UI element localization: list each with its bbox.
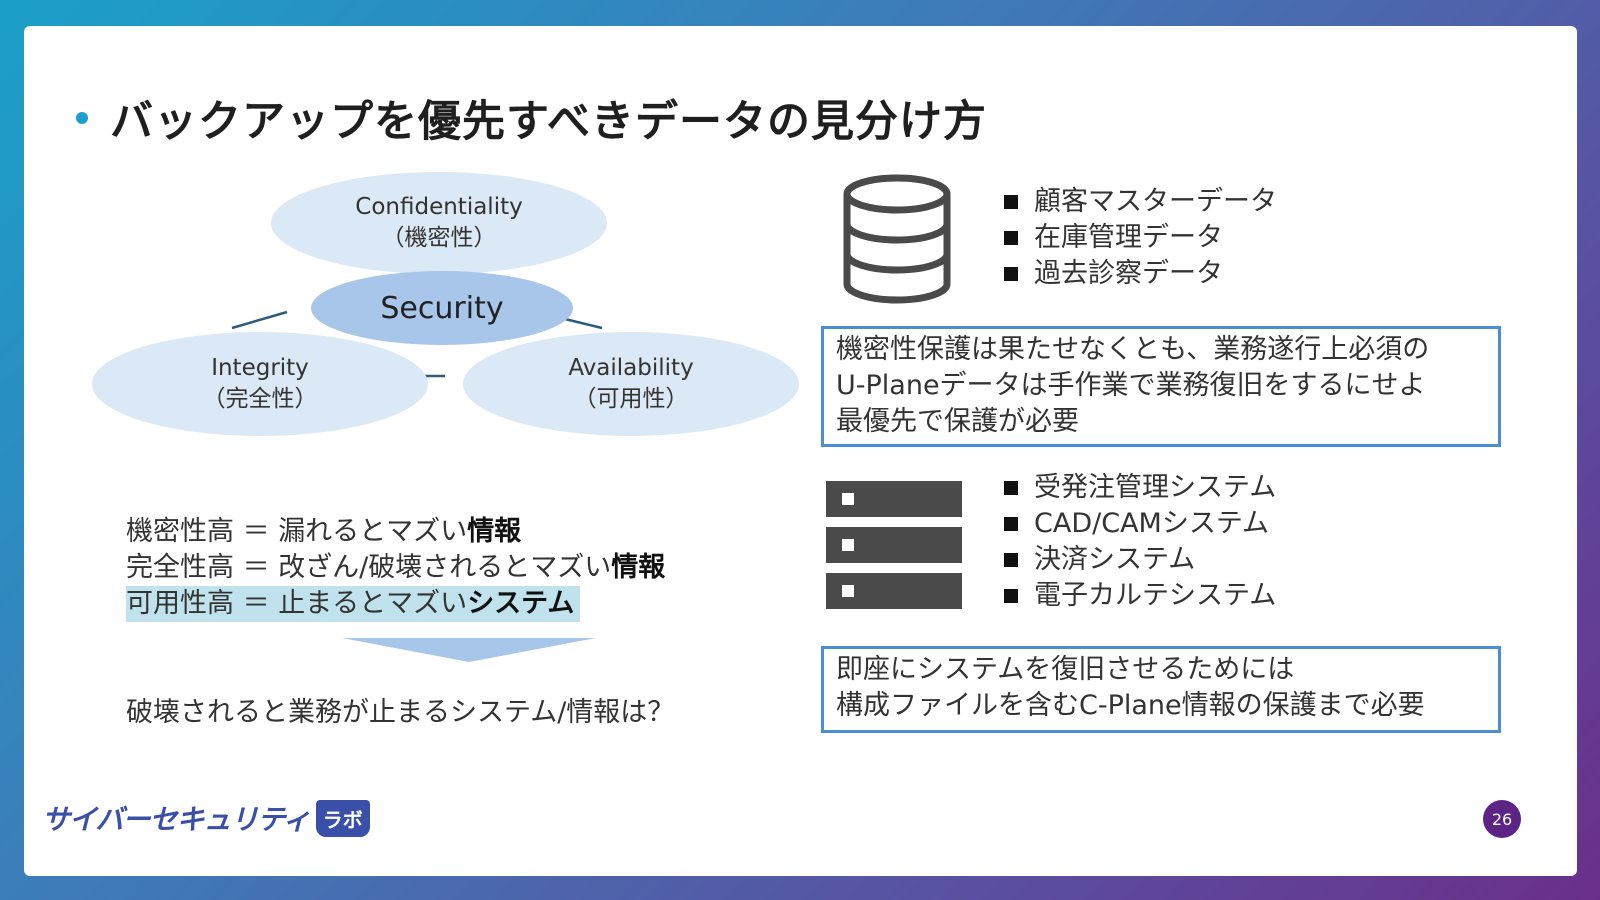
security-ellipse: Security	[311, 271, 573, 345]
title-text: バックアップを優先すべきデータの見分け方	[110, 97, 987, 147]
list-item: 過去診察データ	[1004, 256, 1277, 292]
availability-label: Availability	[568, 355, 694, 381]
definition-term: 可用性高	[126, 588, 234, 619]
definition-highlight: 可用性高 ＝ 止まるとマズいシステム	[126, 586, 581, 622]
list-item: 顧客マスターデータ	[1004, 184, 1277, 220]
confidentiality-jp-label: （機密性）	[381, 225, 497, 251]
data-note-line: U-Planeデータは手作業で業務復旧をするにせよ	[836, 370, 1426, 401]
list-item-label: 電子カルテシステム	[1034, 580, 1277, 611]
definition-desc: 漏れるとマズい	[278, 516, 468, 547]
list-item-label: 過去診察データ	[1034, 258, 1223, 289]
integrity-jp-label: （完全性）	[202, 386, 318, 412]
integrity-label: Integrity	[211, 355, 309, 381]
square-bullet-icon	[1004, 589, 1018, 603]
square-bullet-icon	[1004, 481, 1018, 495]
definition-row: 機密性高 ＝ 漏れるとマズい情報	[126, 514, 665, 550]
list-item: CAD/CAMシステム	[1004, 506, 1276, 542]
definition-row: 完全性高 ＝ 改ざん/破壊されるとマズい情報	[126, 550, 665, 586]
availability-jp-label: （可用性）	[573, 386, 689, 412]
definition-bold: 情報	[611, 552, 666, 583]
definition-equals: ＝	[242, 588, 270, 619]
definition-bold: システム	[467, 588, 575, 619]
confidentiality-label: Confidentiality	[355, 194, 523, 220]
square-bullet-icon	[1004, 517, 1018, 531]
list-item-label: 顧客マスターデータ	[1034, 186, 1277, 217]
integrity-ellipse: Integrity （完全性）	[92, 332, 428, 436]
bullet-dot-icon	[76, 112, 88, 124]
list-item-label: 在庫管理データ	[1034, 222, 1223, 253]
list-item: 受発注管理システム	[1004, 470, 1276, 506]
list-item-label: 受発注管理システム	[1034, 472, 1277, 503]
definition-equals: ＝	[242, 552, 270, 583]
logo-text: サイバーセキュリティ	[42, 803, 311, 836]
square-bullet-icon	[1004, 267, 1018, 281]
list-item: 決済システム	[1004, 542, 1276, 578]
definition-term: 完全性高	[126, 552, 234, 583]
definition-desc: 改ざん/破壊されるとマズい	[278, 552, 612, 583]
server-icon	[826, 481, 962, 609]
cia-diagram: Confidentiality （機密性） Integrity （完全性） Av…	[64, 172, 799, 472]
database-icon	[843, 174, 951, 304]
confidentiality-ellipse: Confidentiality （機密性）	[271, 172, 607, 274]
logo-badge: ラボ	[315, 799, 370, 837]
definition-term: 機密性高	[126, 516, 234, 547]
security-label: Security	[380, 290, 504, 326]
definition-equals: ＝	[242, 516, 270, 547]
list-item: 在庫管理データ	[1004, 220, 1277, 256]
square-bullet-icon	[1004, 231, 1018, 245]
question-text: 破壊されると業務が止まるシステム/情報は？	[126, 697, 675, 728]
definition-desc: 止まるとマズい	[278, 588, 468, 619]
brand-logo: サイバーセキュリティ ラボ	[42, 798, 370, 838]
square-bullet-icon	[1004, 553, 1018, 567]
slide-title: バックアップを優先すべきデータの見分け方	[76, 88, 987, 148]
definition-row-highlighted: 可用性高 ＝ 止まるとマズいシステム	[126, 586, 665, 622]
data-note-box: 機密性保護は果たせなくとも、業務遂行上必須の U-Planeデータは手作業で業務…	[821, 326, 1501, 447]
system-note-box: 即座にシステムを復旧させるためには 構成ファイルを含むC-Plane情報の保護ま…	[821, 646, 1501, 733]
data-note-line: 最優先で保護が必要	[836, 406, 1079, 437]
page-number-badge: 26	[1483, 800, 1521, 838]
arrow-down-icon	[342, 638, 596, 662]
slide: バックアップを優先すべきデータの見分け方 Confidentiality （機密…	[24, 26, 1577, 876]
data-note-line: 機密性保護は果たせなくとも、業務遂行上必須の	[836, 334, 1430, 365]
definition-bold: 情報	[467, 516, 522, 547]
system-note-line: 構成ファイルを含むC-Plane情報の保護まで必要	[836, 690, 1425, 721]
line-security-integrity	[231, 310, 288, 330]
definitions: 機密性高 ＝ 漏れるとマズい情報 完全性高 ＝ 改ざん/破壊されるとマズい情報 …	[126, 514, 665, 622]
list-item-label: CAD/CAMシステム	[1034, 508, 1270, 539]
list-item-label: 決済システム	[1034, 544, 1196, 575]
data-list: 顧客マスターデータ 在庫管理データ 過去診察データ	[1004, 184, 1277, 292]
list-item: 電子カルテシステム	[1004, 578, 1276, 614]
square-bullet-icon	[1004, 195, 1018, 209]
system-note-line: 即座にシステムを復旧させるためには	[836, 654, 1295, 685]
system-list: 受発注管理システム CAD/CAMシステム 決済システム 電子カルテシステム	[1004, 470, 1276, 614]
availability-ellipse: Availability （可用性）	[463, 332, 799, 436]
